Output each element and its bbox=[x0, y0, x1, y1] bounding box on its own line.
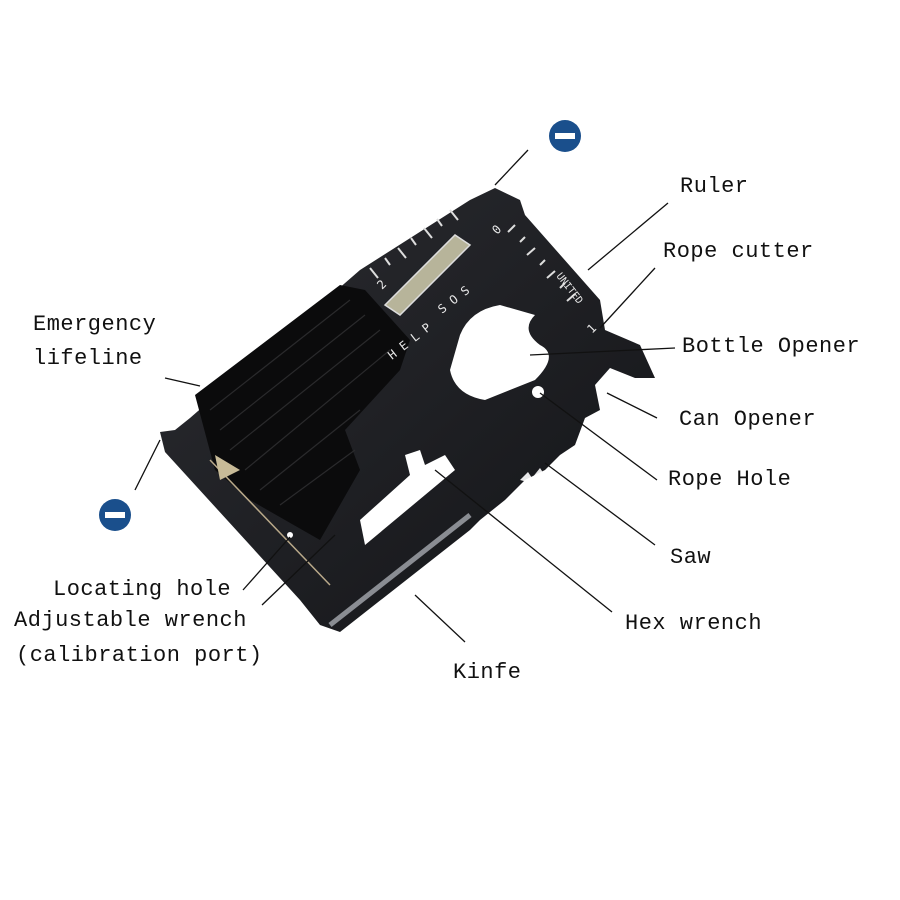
arrow-mark bbox=[215, 455, 240, 480]
ruler-ticks bbox=[369, 209, 576, 302]
label-calibration-port: (calibration port) bbox=[16, 643, 263, 668]
calibration-line bbox=[209, 459, 331, 586]
label-rope-cutter: Rope cutter bbox=[663, 239, 814, 264]
label-ruler: Ruler bbox=[680, 174, 749, 199]
label-emergency: Emergency bbox=[33, 312, 157, 337]
bottle-opener-cutout bbox=[450, 305, 549, 400]
label-saw: Saw bbox=[670, 545, 712, 570]
cord-weave bbox=[209, 299, 391, 506]
ruler-window bbox=[383, 234, 472, 316]
hex-wrench-cutout bbox=[360, 450, 455, 545]
leader-lines bbox=[134, 149, 676, 643]
label-knife: Kinfe bbox=[453, 660, 522, 685]
label-hex-wrench: Hex wrench bbox=[625, 611, 763, 636]
label-locating-hole: Locating hole bbox=[53, 577, 232, 602]
rope-hole bbox=[532, 386, 544, 398]
saw-teeth bbox=[520, 456, 582, 494]
minus-circle-icon bbox=[99, 499, 131, 531]
label-adjustable-wrench: Adjustable wrench bbox=[14, 608, 247, 633]
minus-circle-icon bbox=[549, 120, 581, 152]
label-can-opener: Can Opener bbox=[679, 407, 817, 432]
knife-edge bbox=[328, 513, 472, 627]
label-bottle-opener: Bottle Opener bbox=[682, 334, 861, 359]
label-lifeline: lifeline bbox=[33, 346, 143, 371]
label-rope-hole: Rope Hole bbox=[668, 467, 792, 492]
card-body bbox=[160, 188, 655, 632]
locating-hole bbox=[287, 532, 293, 538]
